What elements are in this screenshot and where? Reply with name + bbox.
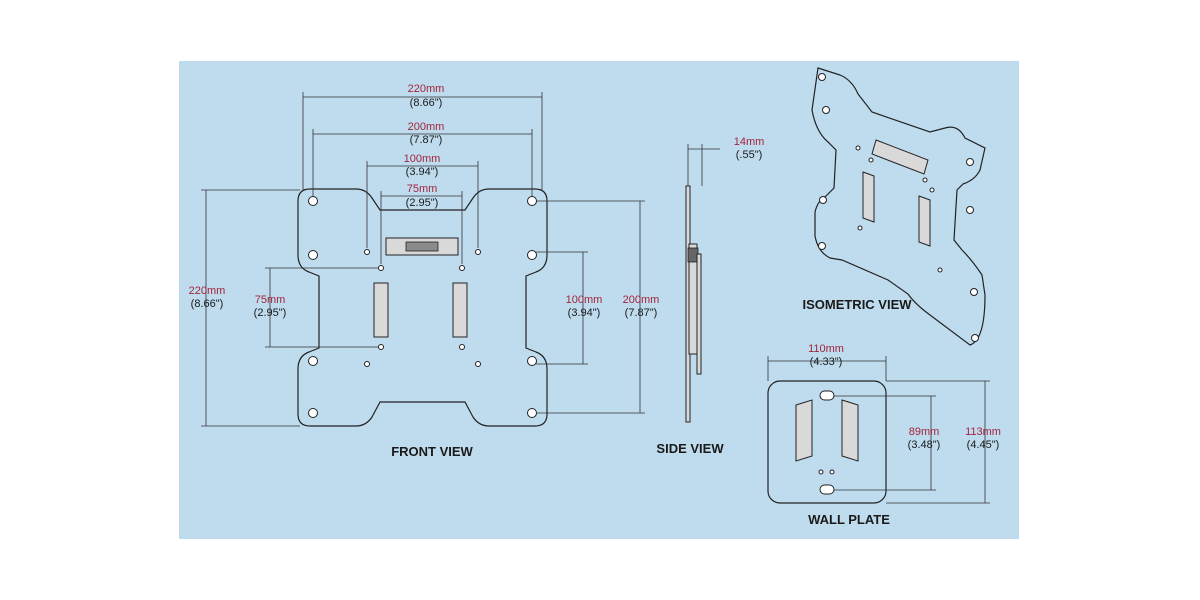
iso-hole [929, 187, 935, 193]
dim-110-in: (4.33") [810, 356, 843, 368]
dim-113-in: (4.45") [967, 439, 1000, 451]
side-wall-plate [696, 253, 702, 375]
iso-hole [818, 242, 826, 250]
dim-75-width-mm: 75mm [407, 183, 438, 195]
dim-200-height-mm: 200mm [623, 294, 660, 306]
dim-110-mm: 110mm [808, 343, 844, 355]
front-plate [297, 188, 548, 427]
dim-75-width-in: (2.95") [406, 197, 439, 209]
dim-100-height-in: (3.94") [568, 307, 601, 319]
wall-slot-right [841, 399, 859, 462]
front-dimension-lines [201, 92, 645, 427]
front-hole [308, 356, 318, 366]
dim-100-width-mm: 100mm [404, 153, 441, 165]
dim-220-width-mm: 220mm [408, 83, 445, 95]
iso-hole [966, 158, 974, 166]
dim-220-width-in: (8.66") [410, 97, 443, 109]
dim-14-in: (.55") [736, 149, 763, 161]
iso-hole [818, 73, 826, 81]
front-hole [527, 196, 537, 206]
wall-hole [829, 469, 835, 475]
wall-hole [818, 469, 824, 475]
front-hole [308, 250, 318, 260]
wall-hole-bottom [819, 484, 835, 495]
wall-hole-top [819, 390, 835, 401]
dim-200-height-in: (7.87") [625, 307, 658, 319]
iso-hole [937, 267, 943, 273]
dim-200-width-mm: 200mm [408, 121, 445, 133]
dim-75-height-mm: 75mm [255, 294, 286, 306]
dim-100-height-mm: 100mm [566, 294, 603, 306]
iso-slot [862, 171, 875, 223]
dim-75-height-in: (2.95") [254, 307, 287, 319]
iso-slot [918, 195, 931, 247]
front-hole [527, 408, 537, 418]
dim-100-width-in: (3.94") [406, 166, 439, 178]
side-view-label: SIDE VIEW [656, 441, 724, 456]
dim-113-mm: 113mm [965, 426, 1001, 438]
front-hole [475, 361, 481, 367]
front-hole [475, 249, 481, 255]
iso-hole [971, 334, 979, 342]
front-view [297, 188, 548, 427]
iso-hole [857, 225, 863, 231]
iso-hole [868, 157, 874, 163]
wall-slot-left [795, 399, 813, 462]
iso-bracket [871, 139, 929, 175]
front-hole [364, 249, 370, 255]
iso-hole [855, 145, 861, 151]
dim-200-width-in: (7.87") [410, 134, 443, 146]
front-hole [459, 344, 465, 350]
iso-hole [922, 177, 928, 183]
front-hole [364, 361, 370, 367]
front-hole [308, 408, 318, 418]
front-hole [378, 344, 384, 350]
wall-plate-label: WALL PLATE [808, 512, 890, 527]
isometric-view-label: ISOMETRIC VIEW [802, 297, 912, 312]
front-hole [378, 265, 384, 271]
side-view [685, 144, 720, 423]
dim-14-mm: 14mm [734, 136, 765, 148]
front-slot [452, 282, 468, 338]
isometric-view [811, 67, 986, 346]
front-view-label: FRONT VIEW [391, 444, 473, 459]
front-bracket-lock [405, 241, 439, 252]
dim-89-mm: 89mm [909, 426, 940, 438]
front-hole [527, 250, 537, 260]
front-hole [527, 356, 537, 366]
dim-220-height-in: (8.66") [191, 298, 224, 310]
front-hole [308, 196, 318, 206]
iso-hole [819, 196, 827, 204]
iso-hole [970, 288, 978, 296]
iso-hole [966, 206, 974, 214]
wall-plate-view [767, 356, 990, 504]
dim-220-height-mm: 220mm [189, 285, 226, 297]
iso-hole [822, 106, 830, 114]
front-hole [459, 265, 465, 271]
dim-89-in: (3.48") [908, 439, 941, 451]
front-slot [373, 282, 389, 338]
